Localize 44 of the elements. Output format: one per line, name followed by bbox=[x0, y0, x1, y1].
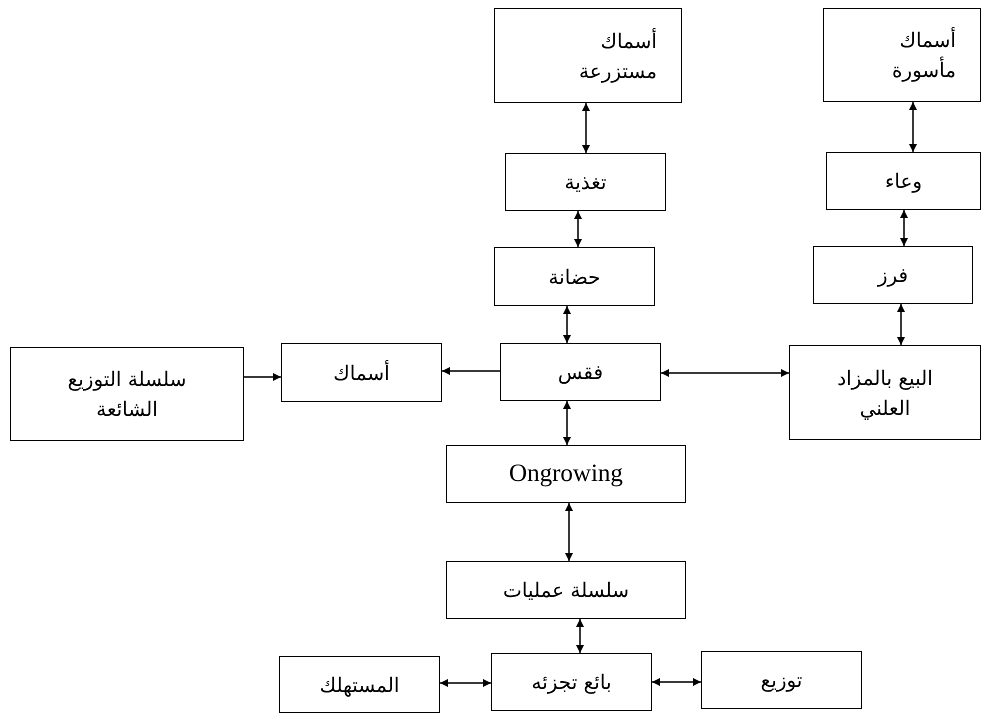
arrow bbox=[582, 103, 590, 153]
box-label: فقس bbox=[558, 359, 604, 386]
process-box bbox=[446, 445, 686, 503]
arrow bbox=[652, 678, 701, 686]
box-label: وعاء bbox=[884, 168, 922, 195]
process-box bbox=[500, 343, 661, 401]
process-box bbox=[446, 561, 686, 619]
process-box bbox=[279, 656, 440, 713]
box-label: تغذية bbox=[564, 169, 606, 196]
arrow bbox=[563, 306, 571, 343]
process-box bbox=[701, 651, 862, 709]
box-label: البيع بالمزاد العلني bbox=[836, 364, 934, 422]
arrow bbox=[574, 211, 582, 247]
arrow bbox=[244, 373, 281, 381]
process-box bbox=[494, 247, 655, 306]
process-box bbox=[494, 8, 682, 103]
process-box bbox=[281, 343, 442, 402]
arrow bbox=[440, 679, 491, 687]
box-label: سلسلة التوزيع الشائعة bbox=[66, 366, 188, 423]
process-box bbox=[10, 347, 244, 441]
box-label: حضانة bbox=[548, 264, 601, 290]
process-box bbox=[505, 153, 666, 211]
box-label: سلسلة عمليات bbox=[503, 577, 629, 604]
process-box bbox=[789, 345, 981, 440]
arrow bbox=[909, 102, 917, 152]
arrow bbox=[442, 367, 500, 375]
arrow bbox=[576, 619, 584, 653]
process-box bbox=[491, 653, 652, 711]
arrow bbox=[661, 369, 789, 377]
box-label: أسماك مستزرعة bbox=[578, 27, 657, 85]
arrow bbox=[563, 401, 571, 445]
arrow bbox=[897, 304, 905, 345]
box-label: أسماك مأسورة bbox=[890, 26, 956, 84]
arrow bbox=[900, 210, 908, 246]
box-label: فرز bbox=[878, 262, 908, 289]
box-label: المستهلك bbox=[320, 672, 400, 699]
box-label: Ongrowing bbox=[509, 459, 623, 489]
process-box bbox=[826, 152, 981, 210]
box-label: توزيع bbox=[760, 667, 802, 694]
box-label: أسماك bbox=[333, 359, 390, 386]
arrow bbox=[565, 503, 573, 561]
box-label: بائع تجزئه bbox=[531, 669, 612, 696]
process-box bbox=[823, 8, 981, 102]
process-box bbox=[813, 246, 973, 304]
